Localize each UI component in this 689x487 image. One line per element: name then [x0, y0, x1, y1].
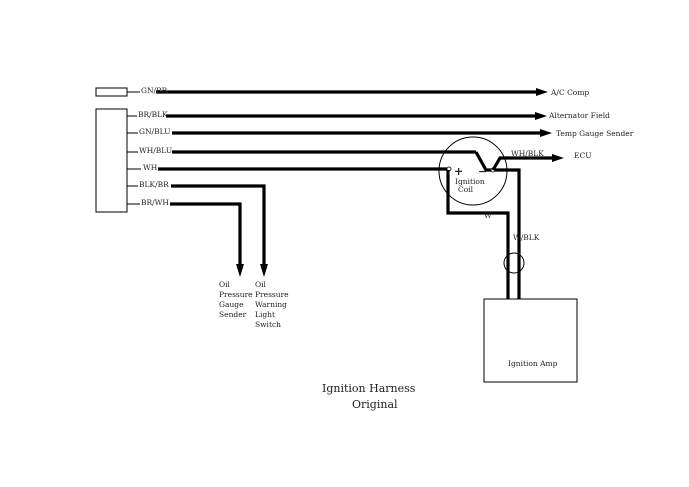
coil-minus-symbol: −	[478, 165, 487, 178]
wire-loop-marker	[503, 252, 525, 274]
wire-label-blk-br: BLK/BR	[139, 180, 169, 189]
oil-sender-line-2: Pressure	[219, 290, 253, 299]
wire-label-br-wh: BR/WH	[141, 198, 169, 207]
wire-label-wh: WH	[143, 163, 158, 172]
coil-label-line2: Coil	[458, 185, 474, 194]
oil-switch-line-1: Oil	[255, 280, 267, 289]
wire-w	[446, 170, 510, 299]
wire-gn-br	[127, 88, 548, 96]
dest-ecu: ECU	[574, 151, 592, 160]
wire-label-wh-blk: WH/BLK	[511, 149, 544, 158]
coil-plus-symbol: +	[454, 165, 463, 178]
wire-br-blk	[127, 112, 547, 120]
wire-wh-blu	[127, 150, 491, 172]
wire-wh-blk-ecu	[491, 154, 564, 171]
oil-switch-line-4: Light	[255, 310, 275, 319]
oil-sender-line-4: Sender	[219, 310, 247, 319]
diagram-subtitle: Original	[352, 398, 398, 411]
dest-alternator-field: Alternator Field	[548, 111, 610, 120]
diagram-title: Ignition Harness	[322, 382, 416, 395]
wire-label-gn-blu: GN/BLU	[139, 127, 170, 136]
ignition-amp-label: Ignition Amp	[508, 359, 558, 368]
wire-label-w: W	[484, 211, 492, 220]
oil-sender-line-3: Gauge	[219, 300, 244, 309]
oil-switch-line-3: Warning	[255, 300, 287, 309]
ignition-amp-box	[483, 298, 578, 383]
wire-label-gn-br: GN/BR	[141, 86, 168, 95]
oil-warning-switch-label: Oil Pressure Warning Light Switch	[255, 280, 289, 329]
wire-label-wh-blu: WH/BLU	[139, 146, 172, 155]
oil-pressure-sender-label: Oil Pressure Gauge Sender	[219, 280, 253, 319]
wire-w-blk	[495, 168, 521, 299]
dest-ac-comp: A/C Comp	[550, 88, 589, 97]
oil-switch-line-5: Switch	[255, 320, 281, 329]
oil-switch-line-2: Pressure	[255, 290, 289, 299]
wire-br-wh	[127, 202, 244, 277]
wire-blk-br	[127, 184, 268, 277]
oil-sender-line-1: Oil	[219, 280, 231, 289]
coil-label-line1: Ignition	[455, 177, 485, 186]
wire-label-w-blk: W/BLK	[513, 233, 540, 242]
wire-gn-blu	[127, 129, 552, 137]
wire-label-br-blk: BR/BLK	[138, 110, 168, 119]
dest-temp-gauge-sender: Temp Gauge Sender	[556, 129, 634, 138]
small-connector	[95, 87, 128, 97]
main-harness-connector	[95, 108, 128, 213]
